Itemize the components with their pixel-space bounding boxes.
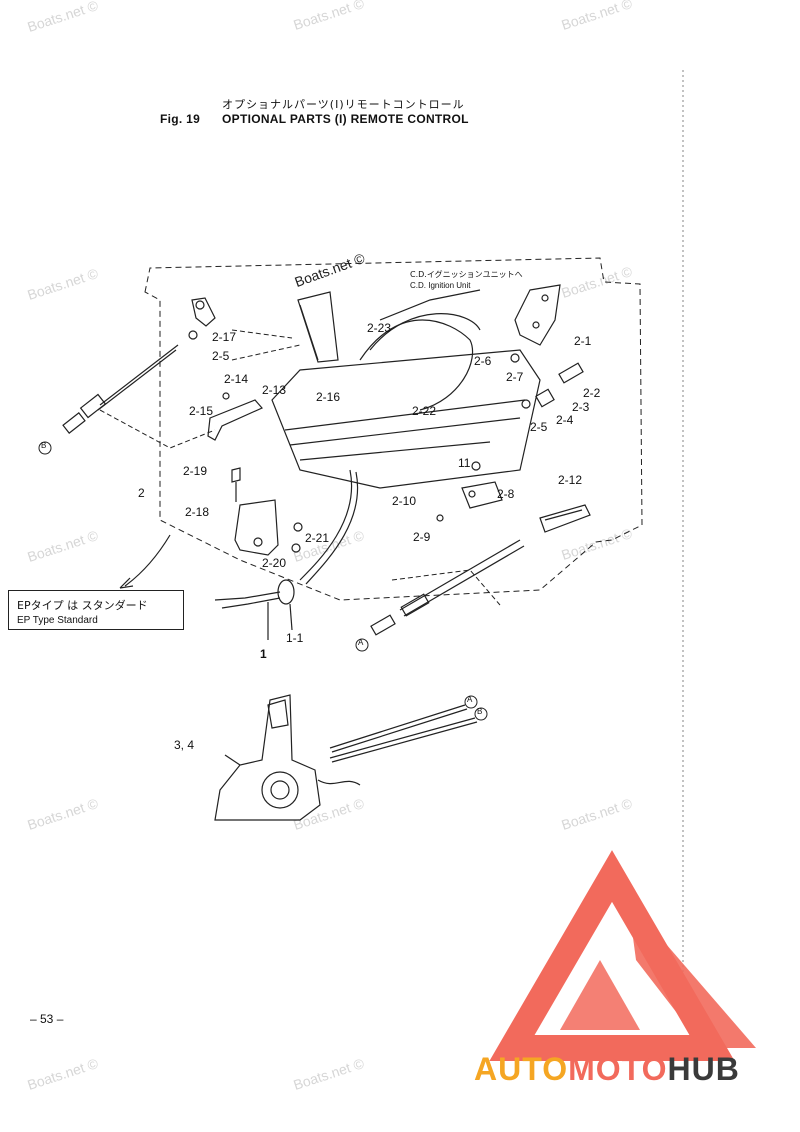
part-label: 2-10 [392,494,417,508]
title-japanese: オプショナルパーツ(Ⅰ)リモートコントロール [222,98,465,111]
part-label: 2-13 [262,383,287,397]
part-label: 2-5 [530,420,548,434]
part-label: 2-2 [583,386,601,400]
ignition-unit-note-english: C.D. Ignition Unit [410,281,471,290]
wordmark-hub: HUB [667,1051,740,1087]
part-label: 2-23 [367,321,392,335]
part-label: 2-20 [262,556,287,570]
marker-b: B [477,707,483,716]
part-label: 11 [458,456,471,470]
ignition-unit-note-japanese: C.D.イグニッションユニットへ [410,270,523,279]
marker-a: A [467,695,473,704]
marker-b: B [41,441,47,450]
part-label: 2-21 [305,531,330,545]
wordmark-auto: AUTO [474,1051,569,1087]
part-label: 1 [260,647,267,661]
part-label: 2-16 [316,390,341,404]
part-label: 2-17 [212,330,237,344]
part-label: 2-12 [558,473,583,487]
part-label: 2-7 [506,370,524,384]
marker-a: A [358,638,364,647]
part-label: 2-6 [474,354,492,368]
part-label: 2-22 [412,404,437,418]
figure-title: OPTIONAL PARTS (I) REMOTE CONTROL [222,112,469,126]
automotohub-logo-mark [489,850,756,1061]
part-label: 2-1 [574,334,592,348]
automotohub-wordmark: AUTOMOTOHUB [474,1051,740,1088]
callout-japanese: EPタイプ は スタンダード [17,599,148,612]
part-label: 2-4 [556,413,574,427]
part-label: 2-8 [497,487,515,501]
wordmark-moto: MOTO [568,1051,668,1087]
part-label: 2-18 [185,505,210,519]
part-label: 2-9 [413,530,431,544]
part-label: 2-5 [212,349,230,363]
part-label: 3, 4 [174,738,195,752]
part-label: 2-15 [189,404,214,418]
part-label: 1-1 [286,631,304,645]
ep-type-callout: EPタイプ は スタンダード EP Type Standard [8,590,184,630]
part-label: 2-19 [183,464,208,478]
part-label: 2-14 [224,372,249,386]
callout-english: EP Type Standard [17,615,98,626]
part-label: 2-3 [572,400,590,414]
figure-label: Fig. 19 [160,112,201,126]
part-label: 2 [138,486,145,500]
page-number: – 53 – [30,1012,64,1026]
